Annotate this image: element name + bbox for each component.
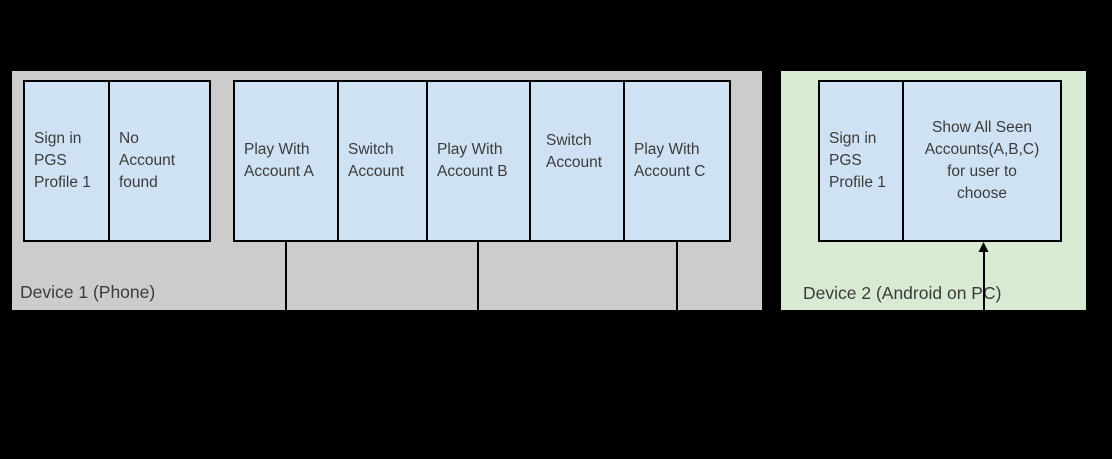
box-label: No Account found [119,130,176,191]
play-account-b-box: Play With Account B [428,82,531,240]
box-label: Switch Account [348,141,405,180]
box-label: Play With Account C [634,141,706,180]
up-arrow-connector [977,242,990,310]
device1-signin-box: Sign in PGS Profile 1 [25,82,110,240]
switch-account-box-2: Switch Account [531,82,625,240]
box-label: Play With Account B [437,141,508,180]
device2-container: Sign in PGS Profile 1 Show All Seen Acco… [781,71,1086,310]
switch-account-box-1: Switch Account [339,82,428,240]
connector-line-account-c [676,242,678,310]
box-label: Sign in PGS Profile 1 [34,130,91,191]
device1-container: Sign in PGS Profile 1 No Account found P… [12,71,762,310]
connector-line-account-b [477,242,479,310]
arrow-head-up-icon [978,242,989,252]
device2-show-accounts-box: Show All Seen Accounts(A,B,C) for user t… [904,82,1060,240]
arrow-shaft [983,249,985,310]
box-label: Show All Seen Accounts(A,B,C) for user t… [924,119,1040,202]
device2-label: Device 2 (Android on PC) [803,283,1002,303]
device2-flow-group: Sign in PGS Profile 1 Show All Seen Acco… [818,80,1062,242]
device1-no-account-box: No Account found [110,82,209,240]
play-account-a-box: Play With Account A [235,82,339,240]
box-label: Play With Account A [244,141,314,180]
play-account-c-box: Play With Account C [625,82,729,240]
connector-line-account-a [285,242,287,310]
device2-signin-box: Sign in PGS Profile 1 [820,82,904,240]
device1-signin-flow-group: Sign in PGS Profile 1 No Account found [23,80,211,242]
device1-accounts-flow-group: Play With Account A Switch Account Play … [233,80,731,242]
device1-label: Device 1 (Phone) [20,282,156,302]
box-label: Sign in PGS Profile 1 [829,130,886,191]
box-label: Switch Account [546,132,603,171]
